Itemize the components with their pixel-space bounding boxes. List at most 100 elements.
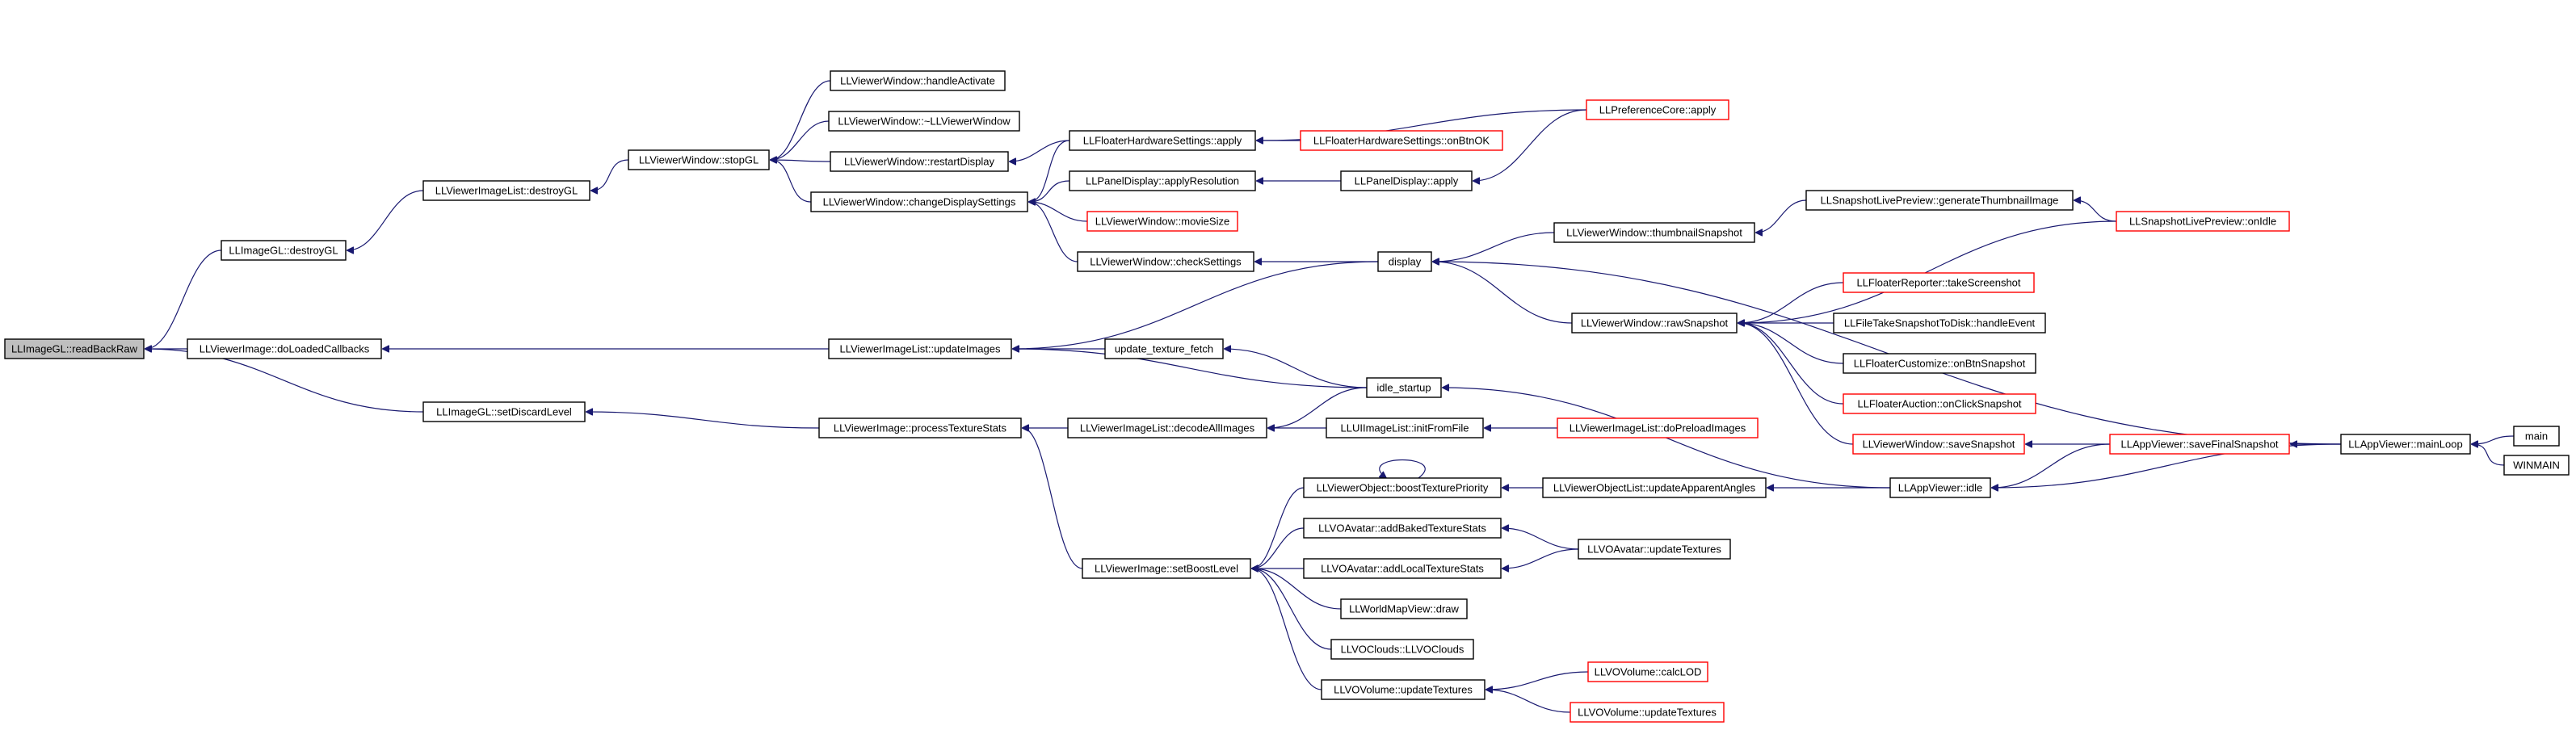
node-box[interactable] [1843,353,2036,374]
graph-node-init-from-file[interactable]: LLUIImageList::initFromFile [1326,417,1484,438]
graph-node-calc-lod[interactable]: LLVOVolume::calcLOD [1587,661,1708,682]
graph-node-destroy-gl-list[interactable]: LLViewerImageList::destroyGL [422,180,590,201]
node-box[interactable] [1303,558,1502,579]
node-box[interactable] [1340,598,1468,619]
graph-node-update-images[interactable]: LLViewerImageList::updateImages [828,338,1012,359]
node-box[interactable] [1067,417,1267,438]
graph-node-display[interactable]: display [1377,251,1432,272]
node-box[interactable] [1340,170,1473,191]
node-box[interactable] [1303,477,1502,498]
node-box[interactable] [1843,393,2036,414]
graph-node-decode-all-images[interactable]: LLViewerImageList::decodeAllImages [1067,417,1267,438]
graph-node-update-texture-fetch[interactable]: update_texture_fetch [1104,338,1224,359]
graph-node-volume-update-textures[interactable]: LLVOVolume::updateTextures [1321,679,1486,700]
graph-node-on-idle[interactable]: LLSnapshotLivePreview::onIdle [2116,211,2290,232]
node-box[interactable] [1326,417,1484,438]
node-box[interactable] [1542,477,1767,498]
node-box[interactable] [422,401,586,422]
node-box[interactable] [628,149,770,170]
node-box[interactable] [1587,661,1708,682]
node-box[interactable] [1570,702,1725,723]
graph-node-handle-activate[interactable]: LLViewerWindow::handleActivate [830,70,1006,91]
graph-node-customize-snapshot[interactable]: LLFloaterCustomize::onBtnSnapshot [1843,353,2036,374]
graph-node-fhs-on-btn-ok[interactable]: LLFloaterHardwareSettings::onBtnOK [1300,130,1503,151]
node-box[interactable] [1082,558,1251,579]
node-box[interactable] [1578,539,1731,560]
node-box[interactable] [1889,477,1991,498]
graph-node-read-back-raw[interactable]: LLImageGL::readBackRaw [4,338,145,359]
node-box[interactable] [1321,679,1486,700]
graph-node-take-screenshot[interactable]: LLFloaterReporter::takeScreenshot [1843,272,2035,293]
node-box[interactable] [1553,222,1755,243]
graph-node-do-preload-images[interactable]: LLViewerImageList::doPreloadImages [1557,417,1759,438]
node-box[interactable] [1557,417,1759,438]
node-box[interactable] [187,338,382,359]
node-box[interactable] [818,417,1022,438]
graph-node-movie-size[interactable]: LLViewerWindow::movieSize [1086,211,1238,232]
node-box[interactable] [2109,434,2290,455]
graph-node-raw-snapshot[interactable]: LLViewerWindow::rawSnapshot [1571,313,1738,334]
graph-node-volume-update-textures2[interactable]: LLVOVolume::updateTextures [1570,702,1725,723]
node-box[interactable] [1300,130,1503,151]
node-box[interactable] [1086,211,1238,232]
node-box[interactable] [1077,251,1254,272]
node-box[interactable] [830,70,1006,91]
graph-node-app-idle[interactable]: LLAppViewer::idle [1889,477,1991,498]
node-box[interactable] [830,151,1009,172]
graph-node-generate-thumbnail-image[interactable]: LLSnapshotLivePreview::generateThumbnail… [1805,190,2074,211]
graph-node-boost-texture-priority[interactable]: LLViewerObject::boostTexturePriority [1303,477,1502,498]
node-box[interactable] [1069,130,1256,151]
node-box[interactable] [828,338,1012,359]
graph-node-destroy-gl-img[interactable]: LLImageGL::destroyGL [221,240,347,261]
graph-node-stop-gl[interactable]: LLViewerWindow::stopGL [628,149,770,170]
node-box[interactable] [1571,313,1738,334]
graph-node-fhs-apply[interactable]: LLFloaterHardwareSettings::apply [1069,130,1256,151]
graph-node-thumbnail-snapshot[interactable]: LLViewerWindow::thumbnailSnapshot [1553,222,1755,243]
graph-node-change-display-settings[interactable]: LLViewerWindow::changeDisplaySettings [810,191,1028,212]
node-box[interactable] [828,111,1020,132]
node-box[interactable] [1377,251,1432,272]
graph-node-dtor[interactable]: LLViewerWindow::~LLViewerWindow [828,111,1020,132]
graph-node-do-loaded-callbacks[interactable]: LLViewerImage::doLoadedCallbacks [187,338,382,359]
graph-node-set-boost-level[interactable]: LLViewerImage::setBoostLevel [1082,558,1251,579]
node-box[interactable] [2340,434,2471,455]
node-box[interactable] [1366,377,1442,398]
node-box[interactable] [1586,99,1729,120]
node-box[interactable] [2503,455,2570,476]
graph-node-main[interactable]: main [2513,426,2560,447]
graph-node-file-take-snapshot[interactable]: LLFileTakeSnapshotToDisk::handleEvent [1833,313,2046,334]
node-box[interactable] [221,240,347,261]
node-box[interactable] [1805,190,2074,211]
graph-node-check-settings[interactable]: LLViewerWindow::checkSettings [1077,251,1254,272]
graph-node-paneldisplay-apply[interactable]: LLPanelDisplay::apply [1340,170,1473,191]
node-box[interactable] [2513,426,2560,447]
graph-node-auction-snapshot[interactable]: LLFloaterAuction::onClickSnapshot [1843,393,2036,414]
graph-node-idle-startup[interactable]: idle_startup [1366,377,1442,398]
node-box[interactable] [4,338,145,359]
node-box[interactable] [1330,639,1474,660]
graph-node-restart-display[interactable]: LLViewerWindow::restartDisplay [830,151,1009,172]
graph-node-update-apparent-angles[interactable]: LLViewerObjectList::updateApparentAngles [1542,477,1767,498]
node-box[interactable] [2116,211,2290,232]
node-box[interactable] [1303,518,1502,539]
graph-node-world-map-draw[interactable]: LLWorldMapView::draw [1340,598,1468,619]
node-box[interactable] [422,180,590,201]
graph-node-save-final-snapshot[interactable]: LLAppViewer::saveFinalSnapshot [2109,434,2290,455]
node-box[interactable] [1852,434,2025,455]
graph-node-main-loop[interactable]: LLAppViewer::mainLoop [2340,434,2471,455]
graph-node-avatar-update-textures[interactable]: LLVOAvatar::updateTextures [1578,539,1731,560]
graph-node-prefcore-apply[interactable]: LLPreferenceCore::apply [1586,99,1729,120]
node-box[interactable] [1069,170,1256,191]
node-box[interactable] [1843,272,2035,293]
graph-node-apply-resolution[interactable]: LLPanelDisplay::applyResolution [1069,170,1256,191]
graph-node-add-local-texture-stats[interactable]: LLVOAvatar::addLocalTextureStats [1303,558,1502,579]
graph-node-set-discard-level[interactable]: LLImageGL::setDiscardLevel [422,401,586,422]
node-box[interactable] [810,191,1028,212]
graph-node-vo-clouds[interactable]: LLVOClouds::LLVOClouds [1330,639,1474,660]
graph-node-add-baked-texture-stats[interactable]: LLVOAvatar::addBakedTextureStats [1303,518,1502,539]
graph-node-process-texture-stats[interactable]: LLViewerImage::processTextureStats [818,417,1022,438]
node-box[interactable] [1833,313,2046,334]
node-box[interactable] [1104,338,1224,359]
graph-node-winmain[interactable]: WINMAIN [2503,455,2570,476]
graph-node-save-snapshot[interactable]: LLViewerWindow::saveSnapshot [1852,434,2025,455]
